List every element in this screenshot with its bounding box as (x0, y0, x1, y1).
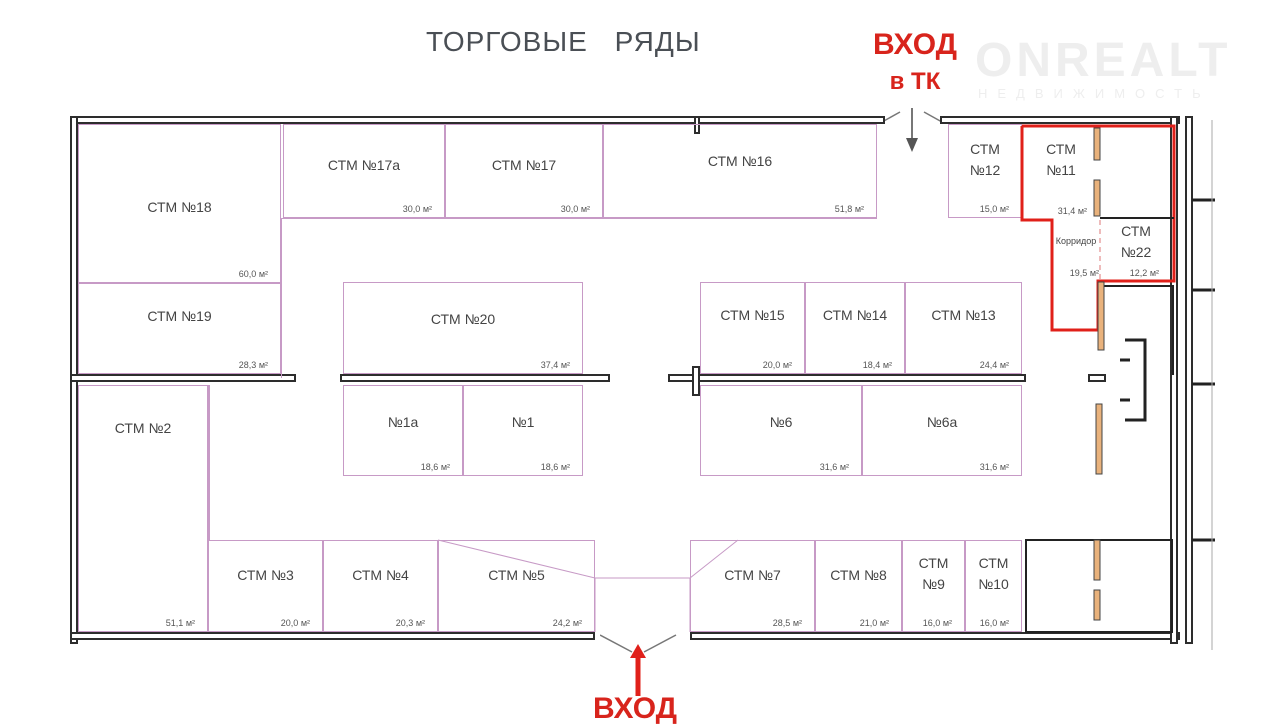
room-r15: СТМ №15 20,0 м² (700, 282, 805, 374)
room-area: 21,0 м² (859, 618, 889, 628)
room-area: 30,0 м² (402, 204, 432, 214)
room-name: СТМ №17а (327, 157, 401, 173)
corridor-line (281, 218, 877, 219)
room-area: 31,4 м² (1057, 206, 1087, 216)
room-r1a: №1а 18,6 м² (343, 385, 463, 476)
room-name: СТМ №12 (969, 141, 1001, 178)
top-entrance-sublabel: в ТК (889, 68, 941, 95)
watermark-logo: ONREALT (975, 34, 1232, 87)
wall (1185, 116, 1193, 644)
wall (340, 374, 610, 382)
room-name: СТМ №22 (1120, 223, 1152, 260)
room-area: 19,5 м² (1069, 268, 1099, 278)
room-r20: СТМ №20 37,4 м² (343, 282, 583, 374)
room-area: 16,0 м² (979, 618, 1009, 628)
room-r1: №1 18,6 м² (463, 385, 583, 476)
room-r9: СТМ №9 16,0 м² (902, 540, 965, 632)
room-name: СТМ №11 (1046, 141, 1076, 178)
wall (940, 116, 1180, 124)
room-name: СТМ №9 (918, 555, 949, 592)
room-name: СТМ №7 (724, 567, 781, 583)
room-name: СТМ №13 (931, 307, 996, 323)
room-area: 37,4 м² (540, 360, 570, 370)
room-name: №1а (387, 414, 419, 430)
room-r7: СТМ №7 28,5 м² (690, 540, 815, 632)
room-r6a: №6а 31,6 м² (862, 385, 1022, 476)
room-area: 18,4 м² (862, 360, 892, 370)
room-area: 15,0 м² (979, 204, 1009, 214)
room-r4: СТМ №4 20,3 м² (323, 540, 438, 632)
room-name: СТМ №18 (147, 199, 212, 215)
wall (668, 374, 1026, 382)
room-name: СТМ №20 (430, 311, 496, 327)
room-name: СТМ №10 (978, 555, 1009, 592)
room-name: СТМ №19 (147, 308, 212, 324)
room-area: 30,0 м² (560, 204, 590, 214)
wall (70, 116, 885, 124)
top-entrance-label: ВХОД (872, 28, 958, 61)
top-entrance-arrow-icon (881, 108, 943, 152)
room-name: СТМ №14 (822, 307, 888, 323)
plan-title: ТОРГОВЫЕ РЯДЫ (426, 26, 701, 57)
room-area: 20,0 м² (762, 360, 792, 370)
room-name: СТМ №5 (488, 567, 545, 583)
room-r19: СТМ №19 28,3 м² (78, 283, 281, 374)
room-name: СТМ №17 (491, 157, 557, 173)
room-area: 28,3 м² (238, 360, 268, 370)
room-area: 18,6 м² (540, 462, 570, 472)
room-r17: СТМ №17 30,0 м² (445, 124, 603, 218)
wall (1088, 374, 1106, 382)
room-r8: СТМ №8 21,0 м² (815, 540, 902, 632)
room-name: СТМ №3 (237, 567, 294, 583)
corridor-line (208, 385, 210, 540)
room-name: СТМ №2 (114, 420, 172, 436)
room-rcor: Корридор 19,5 м² (1050, 220, 1102, 282)
room-area: 51,8 м² (834, 204, 864, 214)
wall (690, 632, 1180, 640)
room-r16: СТМ №16 51,8 м² (603, 124, 877, 218)
room-area: 20,3 м² (395, 618, 425, 628)
room-r22: СТМ №22 12,2 м² (1100, 220, 1172, 282)
room-r6: №6 31,6 м² (700, 385, 862, 476)
bottom-entrance-arrow-icon (600, 634, 677, 696)
room-area: 24,4 м² (979, 360, 1009, 370)
room-r11: СТМ №11 31,4 м² (1022, 124, 1100, 220)
room-r5: СТМ №5 24,2 м² (438, 540, 595, 632)
room-r2: СТМ №2 51,1 м² (78, 385, 208, 632)
room-name: СТМ №16 (707, 153, 773, 169)
room-area: 12,2 м² (1129, 268, 1159, 278)
wall (1170, 116, 1178, 644)
room-r18: СТМ №18 60,0 м² (78, 124, 281, 283)
room-r12: СТМ №12 15,0 м² (948, 124, 1022, 218)
room-name: СТМ №4 (352, 567, 409, 583)
corridor-line (281, 218, 282, 378)
room-area: 18,6 м² (420, 462, 450, 472)
room-name: №6а (926, 414, 958, 430)
room-area: 31,6 м² (979, 462, 1009, 472)
room-r17a: СТМ №17а 30,0 м² (283, 124, 445, 218)
room-area: 51,1 м² (165, 618, 195, 628)
room-name: СТМ №15 (720, 307, 785, 323)
room-r14: СТМ №14 18,4 м² (805, 282, 905, 374)
room-area: 16,0 м² (922, 618, 952, 628)
room-r13: СТМ №13 24,4 м² (905, 282, 1022, 374)
room-name: СТМ №8 (830, 567, 887, 583)
wall (692, 366, 700, 396)
room-area: 24,2 м² (552, 618, 582, 628)
room-area: 60,0 м² (238, 269, 268, 279)
room-r3: СТМ №3 20,0 м² (208, 540, 323, 632)
room-area: 31,6 м² (819, 462, 849, 472)
room-r10: СТМ №10 16,0 м² (965, 540, 1022, 632)
room-name: №1 (511, 414, 535, 430)
watermark-subtitle: НЕДВИЖИМОСТЬ (978, 86, 1211, 101)
room-area: 28,5 м² (772, 618, 802, 628)
room-name: №6 (769, 414, 793, 430)
wall (70, 374, 296, 382)
room-area: 20,0 м² (280, 618, 310, 628)
wall (70, 632, 595, 640)
wall (694, 116, 700, 134)
room-name: Корридор (1055, 236, 1097, 246)
